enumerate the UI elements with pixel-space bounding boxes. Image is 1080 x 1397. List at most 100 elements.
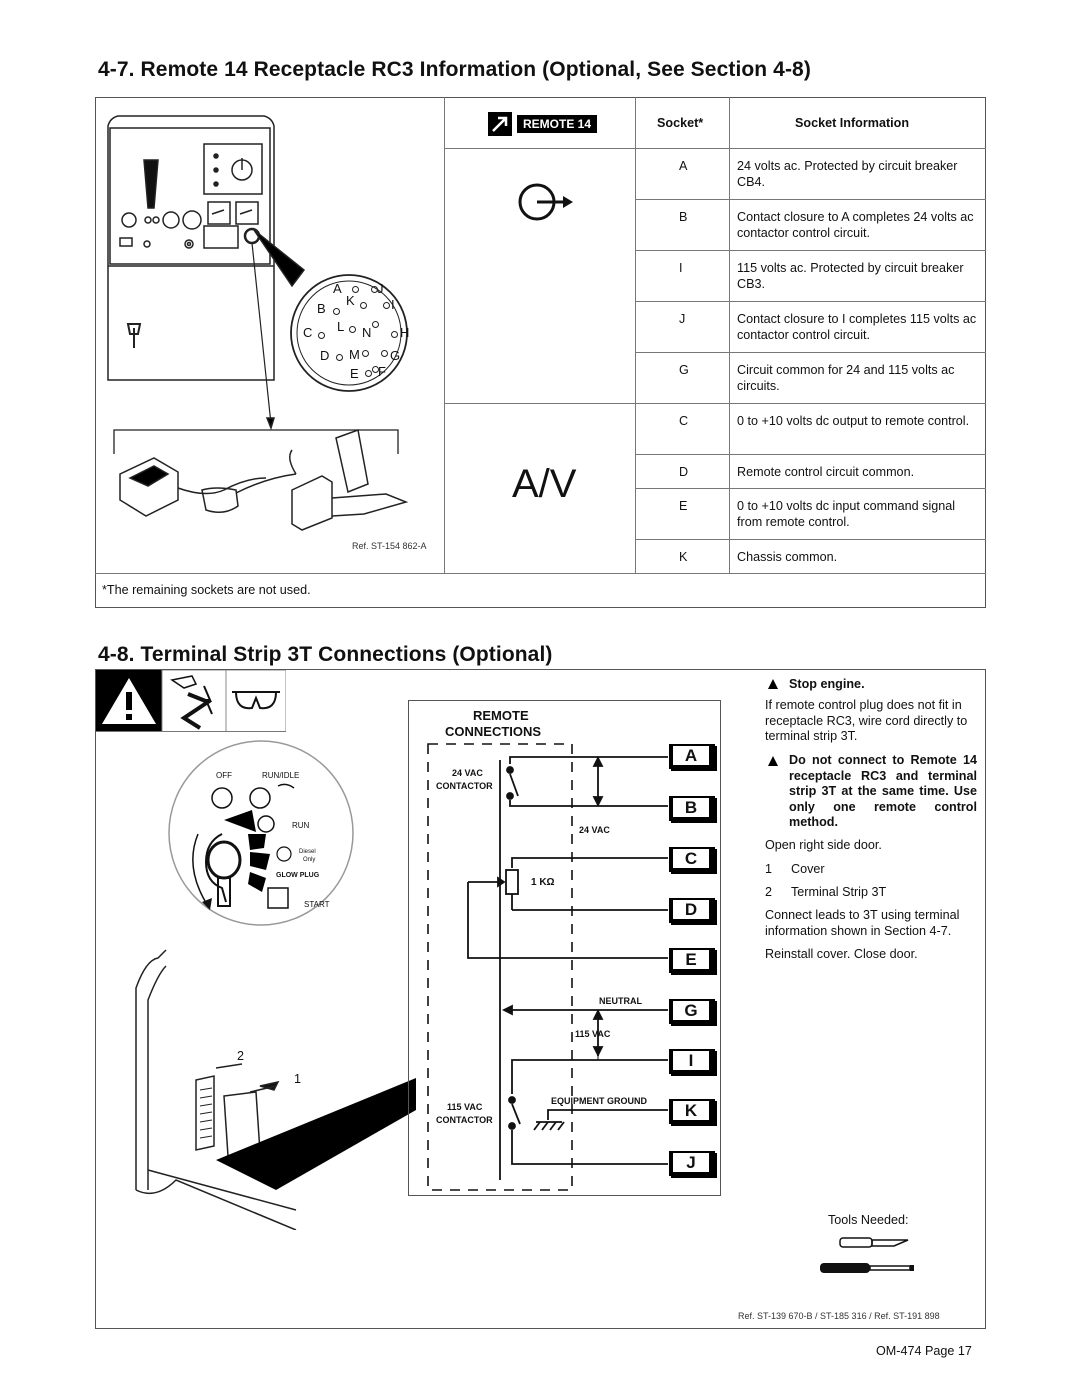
screwdriver-icon: [820, 1263, 914, 1273]
pin-label: G: [390, 348, 401, 363]
receptacle-illustration: [107, 115, 409, 531]
socket-letter: G: [679, 363, 689, 377]
pin-label: E: [350, 366, 359, 381]
terminal-label: C: [673, 849, 709, 868]
safety-icons: [96, 670, 286, 732]
warning-triangle-icon: [768, 756, 778, 766]
socket-letter: D: [679, 465, 689, 479]
pin-label: A: [333, 281, 342, 296]
divider: [635, 148, 986, 149]
wiring-diagram: [427, 743, 668, 1191]
pin-label: D: [320, 348, 330, 363]
pin-hole: [362, 350, 369, 357]
row-divider: [635, 250, 986, 251]
pin-hole: [391, 331, 398, 338]
pin-hole: [372, 366, 379, 373]
pin-hole: [336, 354, 343, 361]
pin-hole: [318, 332, 325, 339]
warning-triangle-icon: [768, 679, 778, 689]
reinstall: Reinstall cover. Close door.: [765, 947, 918, 961]
row-divider: [635, 539, 986, 540]
page-footer: OM-474 Page 17: [876, 1344, 972, 1358]
pin-hole: [372, 321, 379, 328]
pin-label: H: [400, 325, 410, 340]
terminal-label: K: [673, 1101, 709, 1120]
socket-letter: K: [679, 550, 688, 564]
open-door: Open right side door.: [765, 838, 882, 852]
dial-only: Only: [303, 857, 316, 863]
terminal-strip-illustration: [135, 949, 416, 1230]
connect-leads: Connect leads to 3T using terminal infor…: [765, 908, 960, 938]
socket-info: Circuit common for 24 and 115 volts ac c…: [737, 363, 955, 393]
row-divider: [635, 199, 986, 200]
dial-glow-plug: GLOW PLUG: [276, 872, 320, 879]
terminal-label: B: [673, 798, 709, 817]
pin-hole: [333, 308, 340, 315]
engine-switch-dial: [168, 740, 354, 926]
terminal-block: E: [669, 948, 715, 973]
callout-2: 2: [237, 1049, 245, 1063]
col-socket-header: Socket*: [657, 116, 704, 130]
divider: [95, 573, 986, 574]
row-divider: [635, 488, 986, 489]
pin-label: C: [303, 325, 313, 340]
socket-info: 24 volts ac. Protected by circuit breake…: [737, 159, 958, 189]
pin-label: B: [317, 301, 326, 316]
terminal-label: E: [673, 950, 709, 969]
pin-label: J: [377, 281, 384, 296]
warning-no-dual-connect: Do not connect to Remote 14 receptacle R…: [789, 753, 977, 829]
socket-letter: E: [679, 499, 688, 513]
pin-label: F: [378, 364, 386, 379]
terminal-block: I: [669, 1049, 715, 1074]
socket-info: 0 to +10 volts dc output to remote contr…: [737, 414, 970, 428]
row-divider: [635, 301, 986, 302]
dial-run-idle: RUN/IDLE: [262, 771, 300, 780]
terminal-block: A: [669, 744, 715, 769]
terminal-block: G: [669, 999, 715, 1024]
av-label: A/V: [512, 462, 577, 506]
pin-label: M: [349, 347, 360, 362]
pin-label: I: [391, 297, 395, 312]
pin-label: K: [346, 293, 355, 308]
ref-st139: Ref. ST-139 670-B / ST-185 316 / Ref. ST…: [738, 1311, 940, 1321]
socket-letter: B: [679, 210, 688, 224]
socket-info: 115 volts ac. Protected by circuit break…: [737, 261, 964, 291]
divider: [96, 731, 286, 732]
pin-hole: [360, 302, 367, 309]
dial-off: OFF: [216, 771, 232, 780]
footnote: *The remaining sockets are not used.: [102, 583, 311, 597]
terminal-label: G: [673, 1001, 709, 1020]
callout-1: 1: [294, 1072, 302, 1086]
row-divider: [635, 403, 986, 404]
socket-info: 0 to +10 volts dc input command signal f…: [737, 499, 956, 529]
socket-info: Contact closure to I completes 115 volts…: [737, 312, 977, 342]
pin-hole: [383, 302, 390, 309]
socket-letter: C: [679, 414, 689, 428]
socket-letter: J: [679, 312, 686, 326]
divider: [444, 97, 445, 573]
divider: [729, 97, 730, 573]
pin-label: N: [362, 325, 372, 340]
remote-receptacle-icon: [518, 183, 573, 221]
section-4-8-box: [95, 669, 986, 1329]
row-divider: [635, 454, 986, 455]
socket-letter: A: [679, 159, 688, 173]
divider: [444, 148, 635, 149]
terminal-block: B: [669, 796, 715, 821]
pin-hole: [371, 286, 378, 293]
terminal-block: J: [669, 1151, 715, 1176]
para-remote-plug: If remote control plug does not fit in r…: [765, 698, 968, 743]
diagram-label: CONNECTIONS: [445, 724, 542, 739]
pin-hole: [349, 326, 356, 333]
socket-info: Chassis common.: [737, 550, 838, 564]
diagram-label: 115 VAC: [575, 1029, 611, 1039]
diagram-label: NEUTRAL: [599, 996, 642, 1006]
diagram-label: 1 KΩ: [531, 877, 555, 888]
diagram-label: EQUIPMENT GROUND: [551, 1096, 648, 1106]
dial-run: RUN: [292, 821, 310, 830]
wiring-diagram-box: [408, 700, 721, 1196]
item-2-num: 2: [765, 885, 773, 899]
row-divider: [635, 352, 986, 353]
pin-hole: [381, 350, 388, 357]
dial-diesel: Diesel: [299, 849, 316, 855]
